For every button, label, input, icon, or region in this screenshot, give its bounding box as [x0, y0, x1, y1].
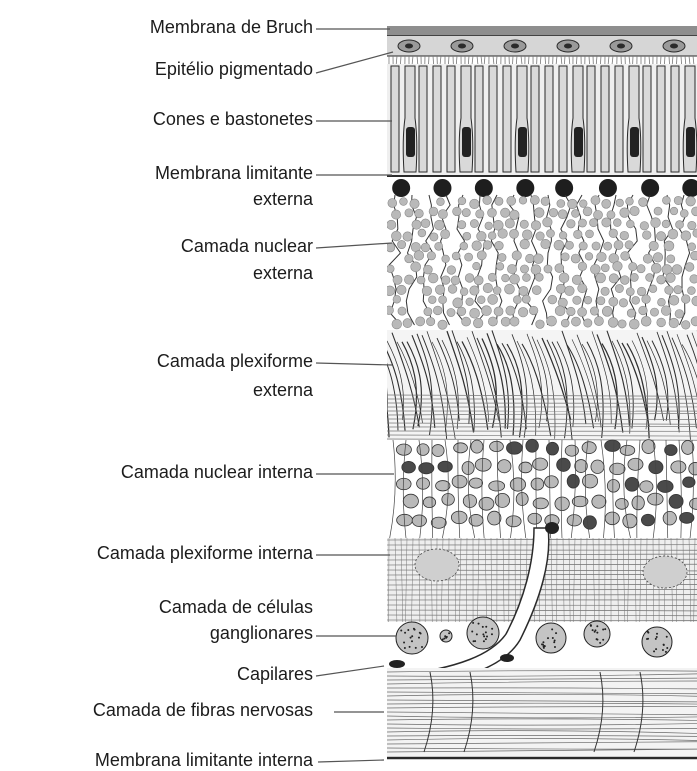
label-membrana-limitante-interna: Membrana limitante interna [95, 750, 313, 771]
leader-capilares [316, 666, 384, 676]
photoreceptors [387, 64, 697, 176]
label-epitelio-pigmentado: Epitélio pigmentado [155, 59, 313, 80]
outer-limiting-membrane [387, 176, 697, 197]
outer-nuclear-layer [385, 195, 697, 329]
label-membrana-bruch: Membrana de Bruch [150, 17, 313, 38]
label-camada-plexiforme-externa: Camada plexiforme externa [157, 351, 313, 401]
label-camada-plexiforme-interna: Camada plexiforme interna [97, 543, 313, 564]
leader-limitante-interna [318, 760, 384, 762]
label-camada-fibras-nervosas: Camada de fibras nervosas [93, 700, 313, 721]
leader-plexiforme-externa [316, 363, 392, 365]
label-camada-nuclear-externa: Camada nuclear externa [181, 236, 313, 284]
outer-plexiform-layer [367, 330, 697, 440]
leader-nuclear-externa [316, 243, 392, 248]
label-capilares: Capilares [237, 664, 313, 685]
label-cones-bastonetes: Cones e bastonetes [153, 109, 313, 130]
nerve-fiber-layer [387, 668, 697, 756]
inner-nuclear-layer [390, 439, 697, 538]
label-camada-celulas-ganglionares: Camada de células ganglionares [159, 597, 313, 644]
leader-epitelio [316, 52, 393, 73]
bruch-membrane [387, 26, 697, 36]
ganglion-cell-layer [387, 617, 697, 668]
label-membrana-limitante-externa: Membrana limitante externa [155, 163, 313, 210]
pigment-epithelium [387, 36, 697, 64]
label-camada-nuclear-interna: Camada nuclear interna [121, 462, 313, 483]
